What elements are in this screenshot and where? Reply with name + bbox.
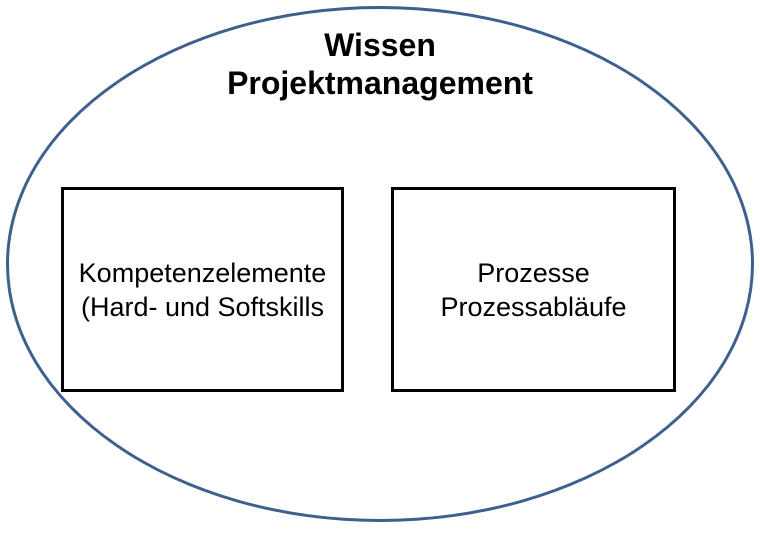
diagram-title-line2: Projektmanagement (227, 65, 533, 101)
box-prozesse-line1: Prozesse (477, 257, 590, 288)
box-kompetenzelemente-line2: (Hard- und Softskills (80, 291, 325, 322)
diagram-title: Wissen Projektmanagement (0, 26, 760, 102)
ellipse-boundary (6, 6, 754, 522)
box-prozesse-line2: Prozessabläufe (440, 291, 627, 322)
box-kompetenzelemente-line1: Kompetenzelemente (78, 257, 327, 288)
box-kompetenzelemente: Kompetenzelemente (Hard- und Softskills (61, 187, 344, 392)
box-prozesse: Prozesse Prozessabläufe (391, 187, 676, 392)
diagram-title-line1: Wissen (324, 27, 436, 63)
